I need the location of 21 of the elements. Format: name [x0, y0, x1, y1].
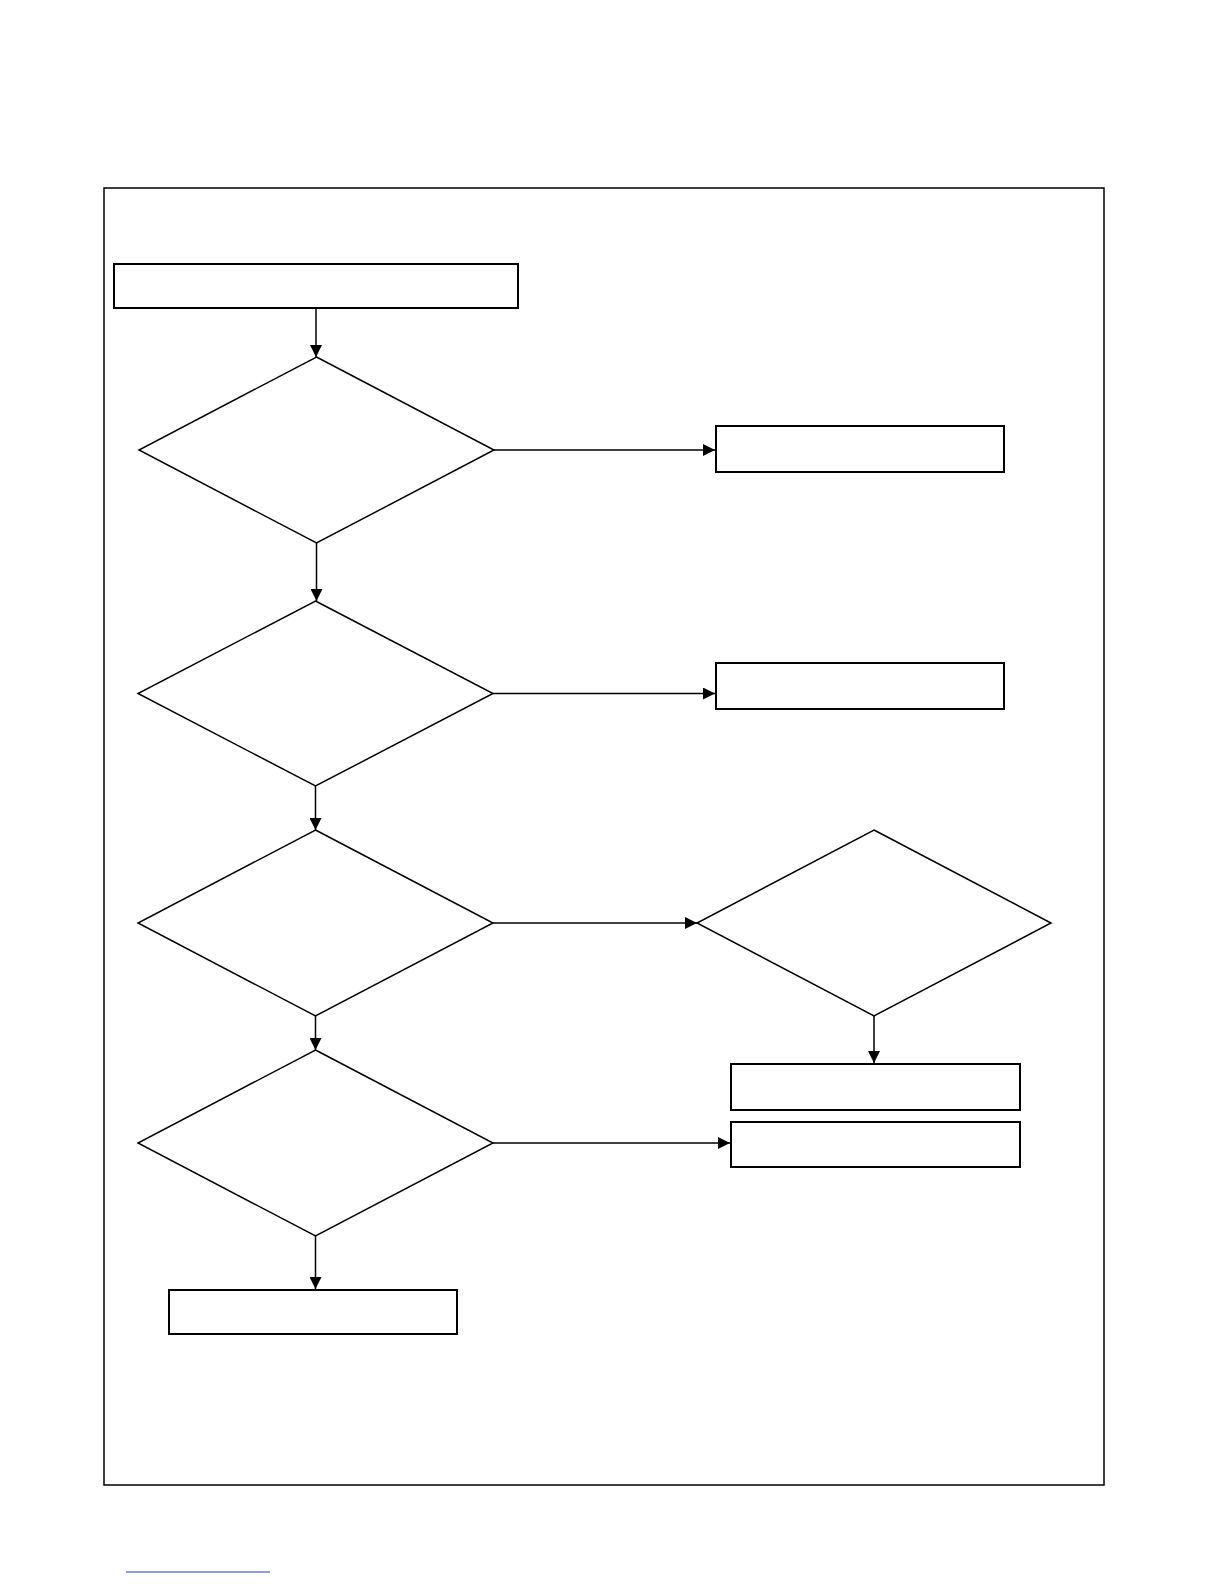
process-box [168, 1289, 458, 1335]
arrow [868, 1015, 880, 1064]
arrow [309, 785, 322, 831]
arrow [310, 542, 323, 602]
arrow [492, 687, 716, 700]
arrow [493, 444, 716, 456]
arrow [310, 308, 322, 358]
process-box [715, 425, 1005, 473]
arrow [492, 1137, 731, 1149]
process-box [113, 263, 519, 309]
decision-diamond [138, 830, 493, 1016]
process-box [730, 1063, 1021, 1111]
process-box [715, 662, 1005, 710]
arrow [309, 1235, 322, 1290]
process-box [730, 1121, 1021, 1168]
arrow [492, 917, 698, 929]
decision-diamond [697, 830, 1051, 1016]
decision-diamond [138, 601, 493, 786]
arrow [309, 1015, 322, 1051]
decision-diamond [138, 1050, 493, 1236]
decision-diamond [139, 357, 494, 543]
